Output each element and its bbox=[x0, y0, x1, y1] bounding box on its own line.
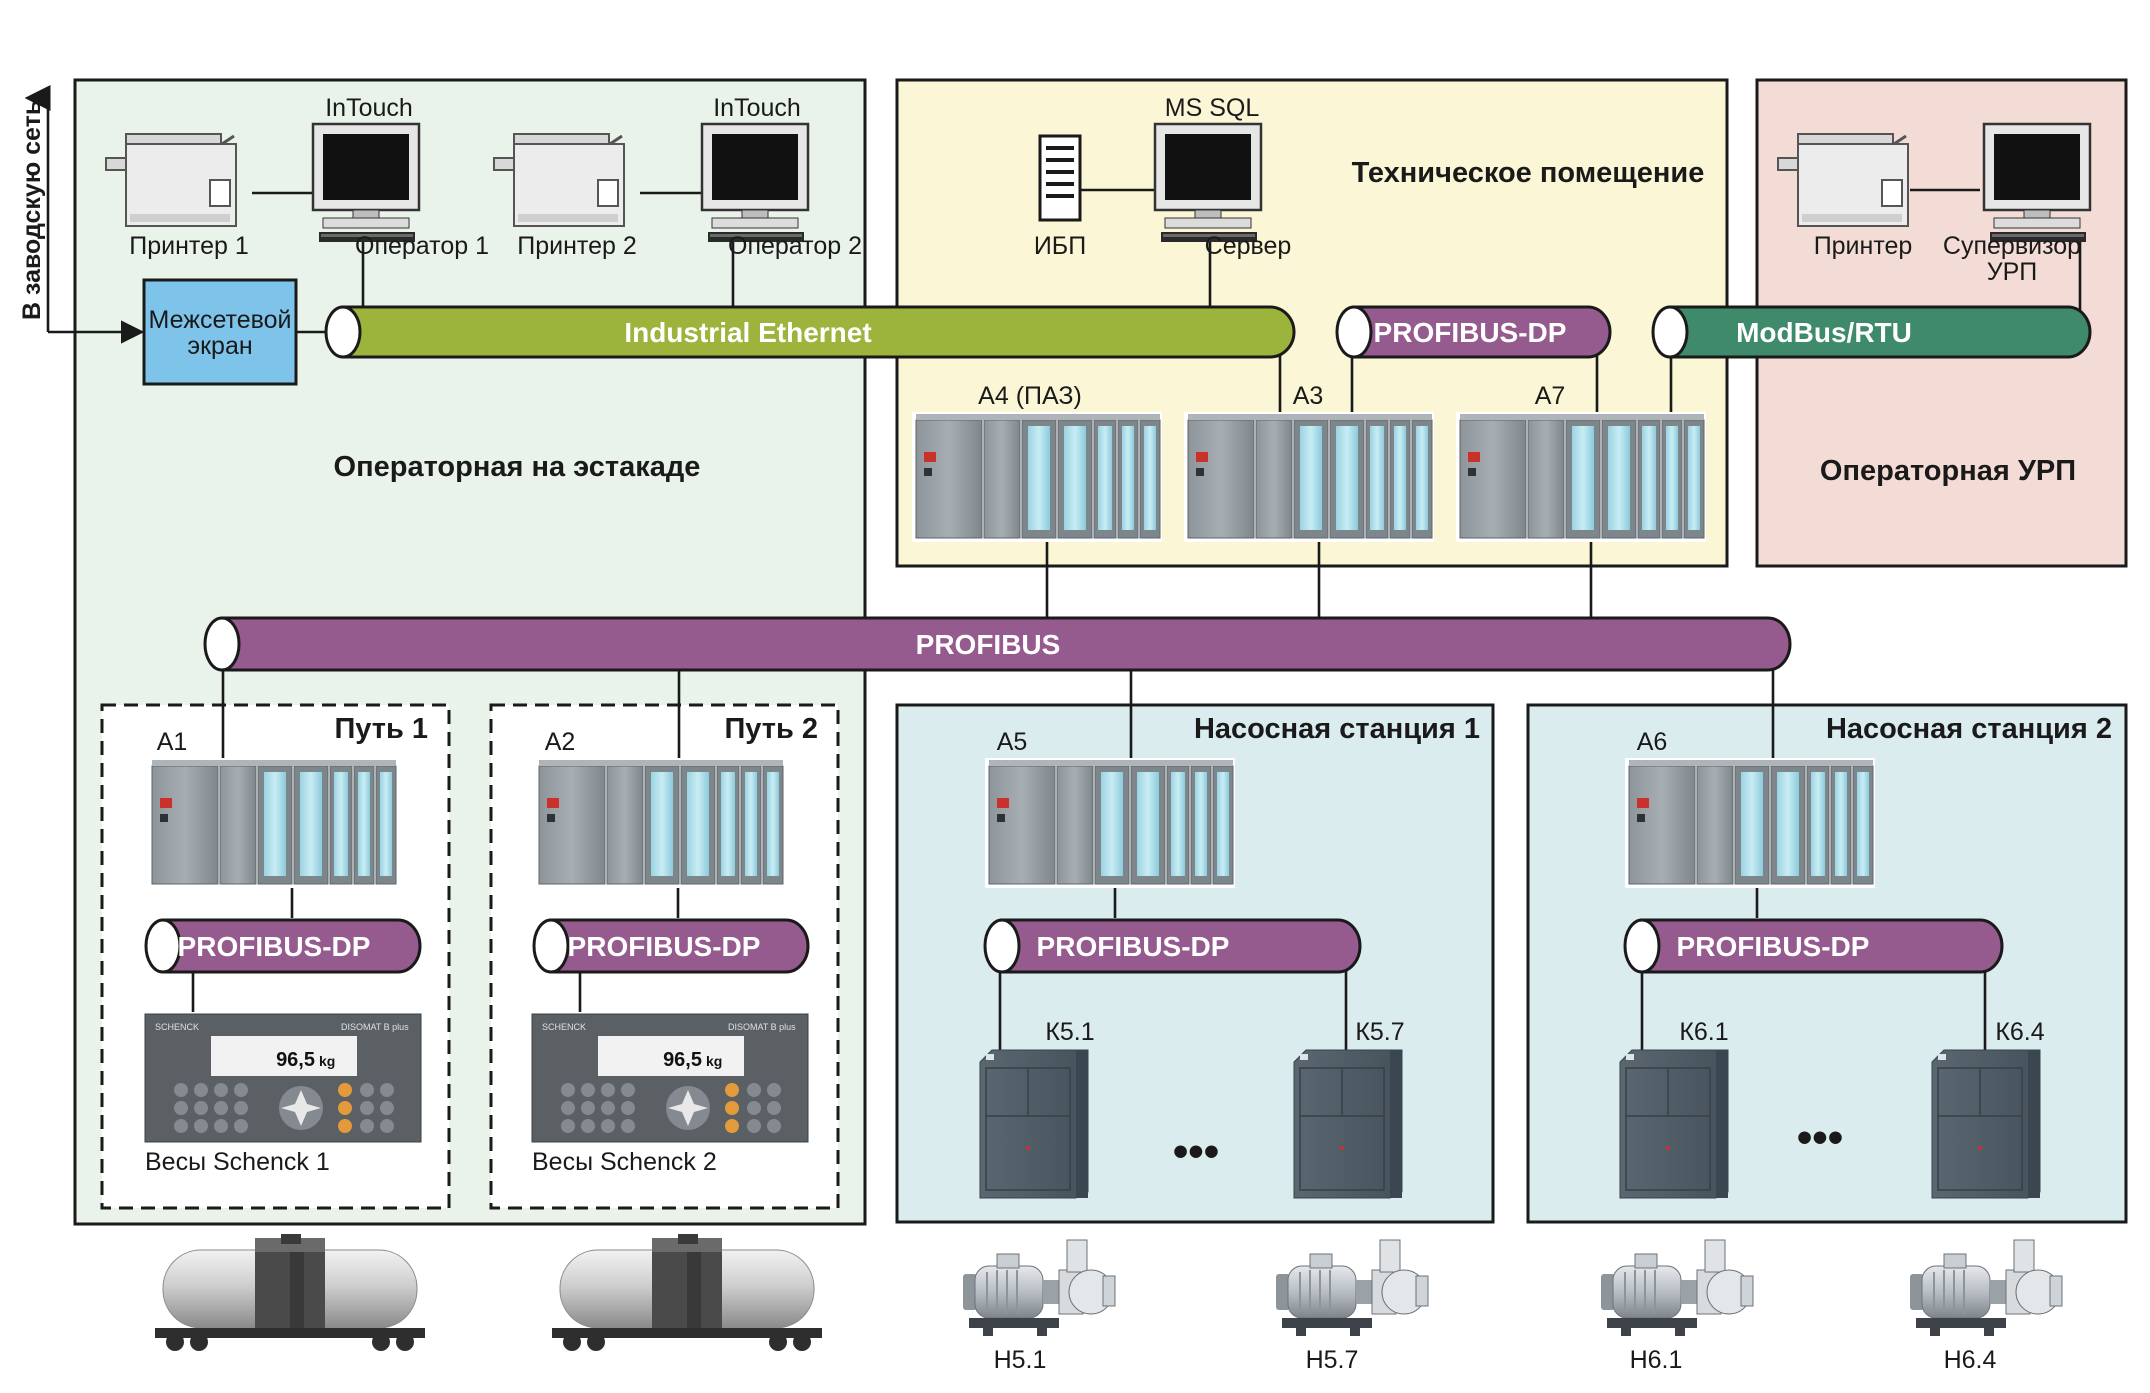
scale-terminal-icon: SCHENCK DISOMAT B plus 96,5 kg bbox=[144, 1013, 422, 1143]
pump-icon bbox=[962, 1239, 1116, 1337]
cabinet-k64-label: К6.4 bbox=[1995, 1018, 2044, 1046]
printer-urp-label: Принтер bbox=[1814, 232, 1913, 260]
plc-a6-label: А6 bbox=[1637, 728, 1668, 756]
scale1-label: Весы Schenck 1 bbox=[145, 1148, 330, 1176]
bus-profibus-dp-tech: PROFIBUS-DP bbox=[1335, 305, 1612, 359]
supervisor-label-1: Супервизор bbox=[1943, 232, 2081, 260]
cabinet-ellipsis: ••• bbox=[1173, 1127, 1219, 1176]
supervisor-label-2: УРП bbox=[1987, 258, 2038, 286]
monitor-icon bbox=[1153, 122, 1263, 244]
plc-icon bbox=[1455, 411, 1707, 543]
tech-room-title: Техническое помещение bbox=[1352, 157, 1705, 189]
tank-car-icon bbox=[551, 1233, 823, 1352]
bus-label: PROFIBUS-DP bbox=[1677, 931, 1870, 962]
scale-terminal-icon: SCHENCK DISOMAT B plus 96,5 kg bbox=[531, 1013, 809, 1143]
cabinet-icon bbox=[979, 1049, 1089, 1199]
plc-a3-label: А3 bbox=[1293, 382, 1324, 410]
plc-a2-label: А2 bbox=[545, 728, 576, 756]
pump1-title: Насосная станция 1 bbox=[1194, 713, 1480, 745]
printer-icon bbox=[492, 132, 626, 228]
plc-a5-label: А5 bbox=[997, 728, 1028, 756]
pump-h61-label: Н6.1 bbox=[1630, 1346, 1683, 1374]
firewall-box bbox=[142, 278, 298, 386]
plc-icon bbox=[1183, 411, 1435, 543]
ups-label: ИБП bbox=[1034, 232, 1086, 260]
monitor-icon bbox=[1982, 122, 2092, 244]
pump-h64-label: Н6.4 bbox=[1944, 1346, 1997, 1374]
scale2-label: Весы Schenck 2 bbox=[532, 1148, 717, 1176]
cabinet-k61-label: К6.1 bbox=[1679, 1018, 1728, 1046]
plc-icon bbox=[1624, 757, 1876, 889]
bus-profibus-dp-1: PROFIBUS-DP bbox=[144, 918, 422, 974]
pump2-title: Насосная станция 2 bbox=[1826, 713, 2112, 745]
scale-reading: 96,5 bbox=[276, 1049, 315, 1071]
plc-a7-label: А7 bbox=[1535, 382, 1566, 410]
printer1-label: Принтер 1 bbox=[129, 232, 248, 260]
cabinet-k57-label: К5.7 bbox=[1355, 1018, 1404, 1046]
operator-room-title: Операторная на эстакаде bbox=[334, 451, 701, 483]
bus-modbus: ModBus/RTU bbox=[1651, 305, 2092, 359]
path1-title: Путь 1 bbox=[334, 713, 428, 745]
operator1-label: Оператор 1 bbox=[355, 232, 489, 260]
bus-label: ModBus/RTU bbox=[1736, 317, 1912, 348]
bus-label: PROFIBUS bbox=[916, 629, 1061, 660]
bus-label: Industrial Ethernet bbox=[624, 317, 871, 348]
urp-room-title: Операторная УРП bbox=[1820, 455, 2076, 487]
scale-brand: SCHENCK bbox=[542, 1022, 586, 1032]
plc-icon bbox=[147, 757, 399, 889]
bus-label: PROFIBUS-DP bbox=[1374, 317, 1567, 348]
printer-icon bbox=[1776, 132, 1910, 228]
scale-brand: SCHENCK bbox=[155, 1022, 199, 1032]
bus-profibus-dp-2: PROFIBUS-DP bbox=[532, 918, 810, 974]
bus-profibus-dp-4: PROFIBUS-DP bbox=[1623, 918, 2004, 974]
bus-label: PROFIBUS-DP bbox=[1037, 931, 1230, 962]
bus-profibus-main: PROFIBUS bbox=[203, 616, 1792, 672]
bus-industrial-ethernet: Industrial Ethernet bbox=[324, 305, 1296, 359]
cabinet-icon bbox=[1619, 1049, 1729, 1199]
firewall-label-2: экран bbox=[187, 332, 252, 360]
monitor-icon bbox=[700, 122, 810, 244]
cabinet-icon bbox=[1293, 1049, 1403, 1199]
plc-a4-label: А4 (ПАЗ) bbox=[978, 382, 1082, 410]
scale-reading: 96,5 bbox=[663, 1049, 702, 1071]
server-label: Сервер bbox=[1205, 232, 1292, 260]
printer-icon bbox=[104, 132, 238, 228]
bus-profibus-dp-3: PROFIBUS-DP bbox=[983, 918, 1362, 974]
scale-unit: kg bbox=[706, 1053, 722, 1069]
scale-unit: kg bbox=[319, 1053, 335, 1069]
firewall-label-1: Межсетевой bbox=[149, 306, 292, 334]
uplink-label: В заводскую сеть bbox=[18, 100, 46, 320]
pump-h51-label: Н5.1 bbox=[994, 1346, 1047, 1374]
scale-model: DISOMAT B plus bbox=[341, 1022, 409, 1032]
plc-a1-label: А1 bbox=[157, 728, 188, 756]
bus-label: PROFIBUS-DP bbox=[178, 931, 371, 962]
intouch2-title: InTouch bbox=[713, 94, 801, 122]
bus-label: PROFIBUS-DP bbox=[568, 931, 761, 962]
plc-icon bbox=[911, 411, 1163, 543]
operator2-label: Оператор 2 bbox=[728, 232, 862, 260]
tank-car-icon bbox=[154, 1233, 426, 1352]
path2-title: Путь 2 bbox=[724, 713, 818, 745]
pump-icon bbox=[1275, 1239, 1429, 1337]
intouch1-title: InTouch bbox=[325, 94, 413, 122]
connection-lines bbox=[24, 85, 2082, 1050]
mssql-title: MS SQL bbox=[1165, 94, 1260, 122]
cabinet-icon bbox=[1931, 1049, 2041, 1199]
pump-h57-label: Н5.7 bbox=[1306, 1346, 1359, 1374]
cabinet-k51-label: К5.1 bbox=[1045, 1018, 1094, 1046]
pump-icon bbox=[1600, 1239, 1754, 1337]
cabinet-ellipsis: ••• bbox=[1797, 1113, 1843, 1162]
plc-icon bbox=[984, 757, 1236, 889]
pump-icon bbox=[1909, 1239, 2063, 1337]
ups-icon bbox=[1038, 134, 1082, 222]
printer2-label: Принтер 2 bbox=[517, 232, 636, 260]
scale-model: DISOMAT B plus bbox=[728, 1022, 796, 1032]
plc-icon bbox=[534, 757, 786, 889]
monitor-icon bbox=[311, 122, 421, 244]
